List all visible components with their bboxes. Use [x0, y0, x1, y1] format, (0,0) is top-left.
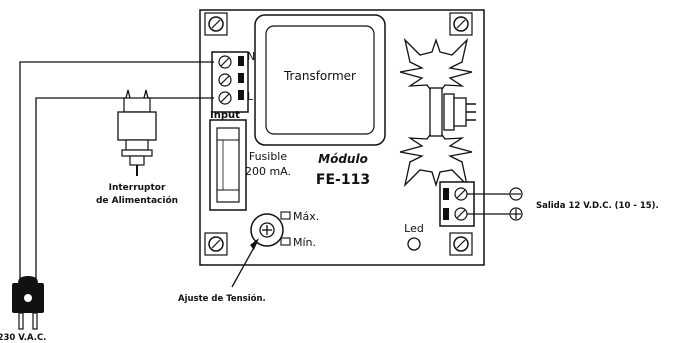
plus-terminal-icon	[509, 207, 523, 221]
module-title: Módulo	[318, 152, 368, 166]
wire-live-b	[35, 97, 126, 283]
adjust-arrow	[231, 238, 259, 288]
output-terminal-block	[439, 181, 475, 227]
led-indicator	[407, 237, 421, 251]
minus-terminal-icon	[509, 187, 523, 201]
pot-max-label: Máx.	[293, 210, 319, 223]
pot-min-label: Mín.	[293, 236, 316, 249]
adjust-label: Ajuste de Tensión.	[178, 293, 266, 304]
mounting-hole-bottom-left	[204, 232, 228, 256]
wire-neutral	[19, 61, 214, 283]
terminal-l-label: L	[247, 90, 254, 103]
mounting-hole-top-right	[449, 12, 473, 36]
mounting-hole-top-left	[204, 12, 228, 36]
fuse-label-line2: 200 mA.	[245, 165, 291, 178]
voltage-regulator	[443, 93, 476, 131]
module-code: FE-113	[316, 172, 370, 188]
input-label: Input	[210, 110, 240, 121]
output-label: Salida 12 V.D.C. (10 - 15).	[536, 201, 659, 211]
transformer: Transformer	[254, 14, 386, 146]
led-label: Led	[404, 222, 424, 235]
transformer-label: Transformer	[283, 69, 356, 83]
mounting-hole-bottom-right	[449, 232, 473, 256]
terminal-n-label: N	[247, 50, 255, 63]
fuse-label-line1: Fusible	[249, 150, 288, 163]
mains-plug	[12, 276, 44, 330]
fuse-holder	[209, 119, 247, 211]
input-terminal-block	[211, 51, 249, 113]
mains-label: 230 V.A.C.	[0, 333, 46, 343]
switch-label-line1: Interruptor	[109, 183, 166, 193]
switch-label-line2: de Alimentación	[96, 195, 178, 206]
heatsink	[399, 37, 473, 188]
toggle-switch	[117, 89, 157, 176]
